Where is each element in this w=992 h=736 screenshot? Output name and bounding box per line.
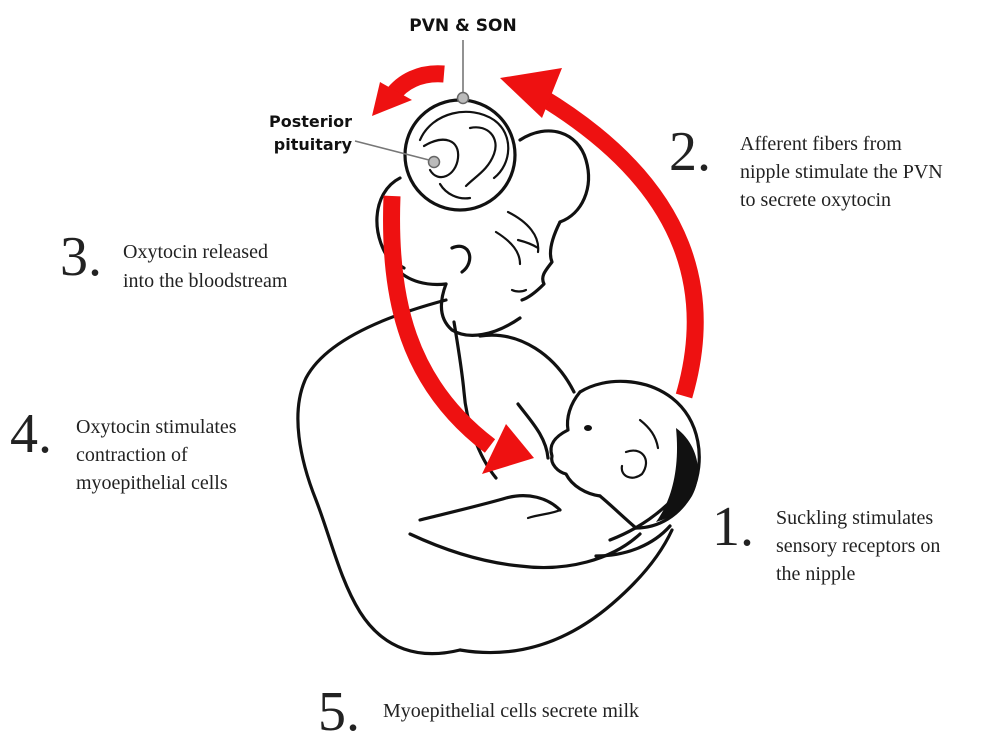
- step-4-line-2: contraction of: [76, 444, 188, 466]
- brain-inset: [405, 93, 515, 211]
- step-1: 1. Suckling stimulates sensory receptors…: [712, 496, 940, 585]
- step-1-line-2: sensory receptors on: [776, 535, 940, 557]
- step-2: 2. Afferent fibers from nipple stimulate…: [669, 121, 943, 211]
- step-2-number: 2.: [669, 121, 711, 183]
- mother-and-baby-illustration: [298, 131, 699, 654]
- step-1-line-3: the nipple: [776, 563, 856, 585]
- posterior-pituitary-label-line2: pituitary: [274, 135, 353, 154]
- step-5-number: 5.: [318, 681, 360, 736]
- step-3-line-2: into the bloodstream: [123, 270, 288, 292]
- step-5: 5. Myoepithelial cells secrete milk: [318, 681, 639, 736]
- step-1-number: 1.: [712, 496, 754, 558]
- step-4-line-3: myoepithelial cells: [76, 472, 228, 494]
- pvn-son-label: PVN & SON: [409, 16, 516, 36]
- step-3-line-1: Oxytocin released: [123, 241, 268, 263]
- step-3-number: 3.: [60, 226, 102, 288]
- step-1-line-1: Suckling stimulates: [776, 507, 933, 529]
- step-4-line-1: Oxytocin stimulates: [76, 416, 237, 438]
- step-4: 4. Oxytocin stimulates contraction of my…: [10, 403, 237, 494]
- step-2-line-3: to secrete oxytocin: [740, 189, 891, 211]
- posterior-pituitary-label-line1: Posterior: [269, 112, 352, 131]
- posterior-pituitary-marker: [429, 157, 440, 168]
- arrow-release: [392, 74, 444, 96]
- step-2-line-1: Afferent fibers from: [740, 133, 902, 155]
- pvn-son-marker: [458, 93, 469, 104]
- step-5-line-1: Myoepithelial cells secrete milk: [383, 700, 639, 722]
- step-2-line-2: nipple stimulate the PVN: [740, 161, 943, 183]
- arrow-bloodstream-head: [482, 424, 534, 474]
- step-3: 3. Oxytocin released into the bloodstrea…: [60, 226, 288, 292]
- arrow-bloodstream: [392, 196, 490, 446]
- step-4-number: 4.: [10, 403, 52, 465]
